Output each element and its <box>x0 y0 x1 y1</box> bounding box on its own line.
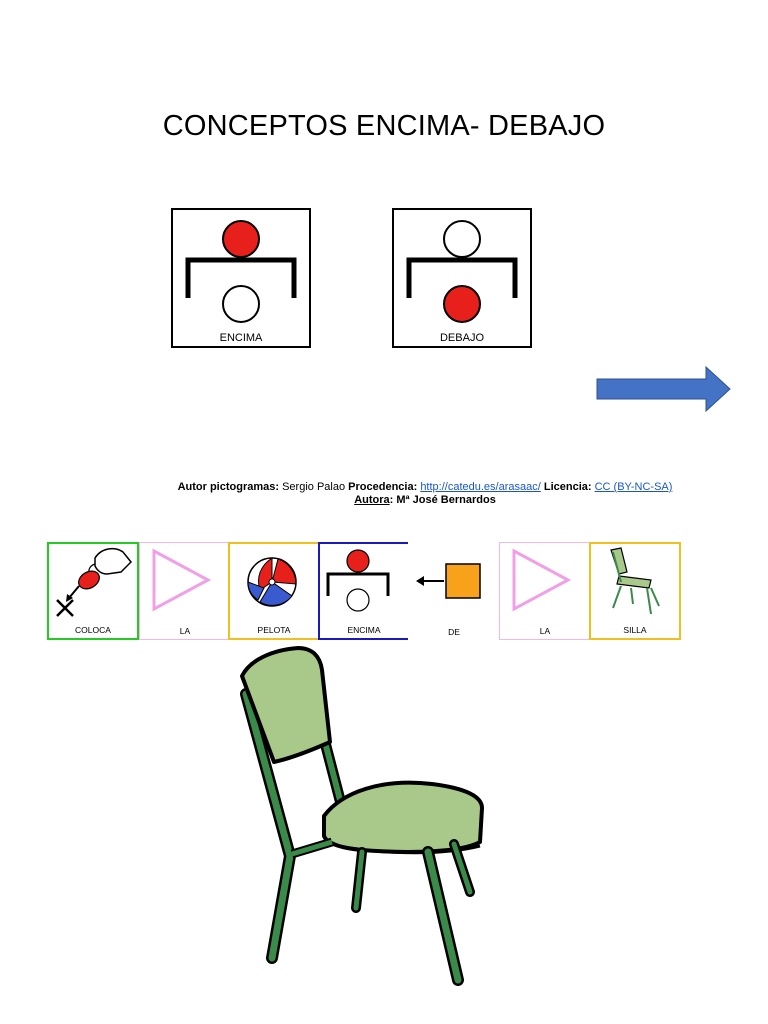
credit-text: Autor pictogramas: Sergio Palao Proceden… <box>170 481 680 507</box>
sentence-card-label: PELOTA <box>257 625 291 635</box>
sentence-card-label: SILLA <box>623 625 647 635</box>
sentence-card-de: DE <box>408 542 500 640</box>
sentence-card-label: DE <box>448 627 460 637</box>
sentence-card-silla: SILLA <box>589 542 681 640</box>
above-icon <box>185 220 297 323</box>
concept-card-debajo: DEBAJO <box>392 208 532 348</box>
sentence-card-pelota: PELOTA <box>228 542 320 640</box>
sentence-card-label: LA <box>539 626 551 636</box>
concept-card-label: DEBAJO <box>439 332 484 344</box>
triangle-article-icon <box>152 548 212 612</box>
credit-autor-label: Autor pictogramas: <box>177 481 280 493</box>
credit-procedencia-label: Procedencia: <box>348 481 418 493</box>
triangle-article-icon <box>512 548 572 612</box>
chair-icon <box>610 547 660 615</box>
sentence-card-la: LA <box>139 542 231 640</box>
hand-placing-icon <box>56 547 133 617</box>
credit-autora-label: Autora <box>354 494 390 506</box>
credit-licencia-label: Licencia: <box>543 481 592 493</box>
procedencia-link[interactable]: http://catedu.es/arasaac/ <box>420 481 541 493</box>
sentence-card-coloca: COLOCA <box>47 542 139 640</box>
sentence-card-la-2: LA <box>499 542 591 640</box>
licencia-link[interactable]: CC (BY-NC-SA) <box>594 481 673 493</box>
beach-ball-icon <box>247 557 297 607</box>
large-chair-illustration <box>240 646 484 986</box>
credit-autora-colon: : <box>389 494 394 506</box>
sentence-card-label: LA <box>179 626 191 636</box>
page-title: CONCEPTOS ENCIMA- DEBAJO <box>162 110 606 142</box>
sentence-card-label: COLOCA <box>75 625 111 635</box>
concept-card-encima: ENCIMA <box>171 208 311 348</box>
credit-autor-value: Sergio Palao <box>282 481 346 493</box>
below-icon <box>406 220 518 323</box>
next-arrow-icon <box>596 366 731 412</box>
credit-autora-value: Mª José Bernardos <box>396 494 496 506</box>
above-icon <box>326 549 390 612</box>
arrow-box-icon <box>416 563 481 599</box>
concept-card-label: ENCIMA <box>219 332 263 344</box>
sentence-card-encima: ENCIMA <box>318 542 410 640</box>
sentence-card-label: ENCIMA <box>347 625 381 635</box>
